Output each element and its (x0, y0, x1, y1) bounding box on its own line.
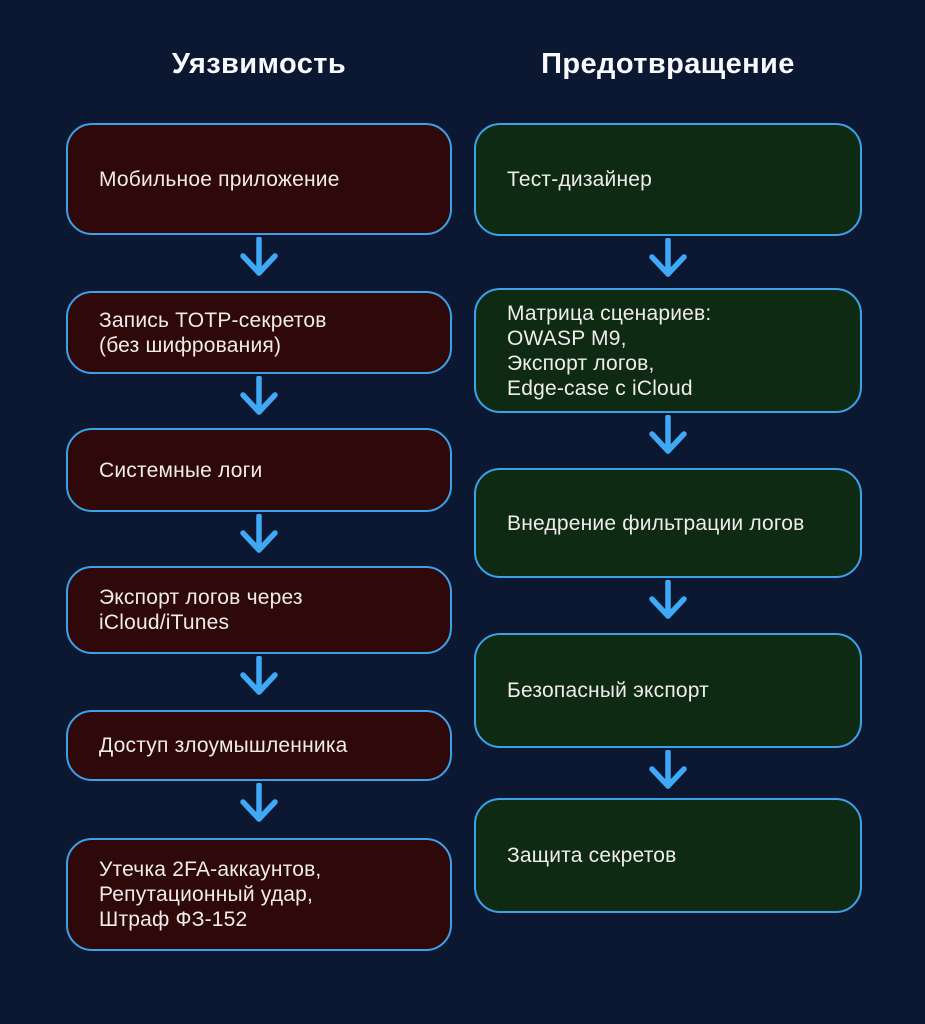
flow-node-label: Внедрение фильтрации логов (507, 511, 805, 535)
flow-node-safe-export: Безопасный экспорт (474, 633, 862, 748)
down-arrow-icon (646, 580, 690, 620)
down-arrow-icon (646, 238, 690, 278)
column-heading-prevention: Предотвращение (541, 48, 795, 80)
flow-node-label: Матрица сценариев: OWASP M9, Экспорт лог… (507, 301, 712, 400)
flow-node-log-filtering: Внедрение фильтрации логов (474, 468, 862, 578)
down-arrow-icon (646, 415, 690, 455)
down-arrow-icon (237, 514, 281, 554)
flow-node-mobile-app: Мобильное приложение (66, 123, 452, 235)
flow-node-label: Мобильное приложение (99, 167, 340, 191)
column-heading-vulnerability: Уязвимость (171, 48, 347, 80)
flow-node-label: Тест-дизайнер (507, 168, 653, 191)
flow-node-leak-consequences: Утечка 2FA-аккаунтов, Репутационный удар… (66, 838, 452, 951)
flow-node-label: Защита секретов (507, 844, 677, 867)
flow-node-label: Утечка 2FA-аккаунтов, Репутационный удар… (99, 858, 322, 931)
flow-node-secret-protection: Защита секретов (474, 798, 862, 913)
flow-node-log-export: Экспорт логов через iCloud/iTunes (66, 566, 452, 654)
flow-node-label: Запись TOTP-секретов (без шифрования) (99, 308, 327, 357)
flow-node-label: Доступ злоумышленника (99, 734, 348, 757)
flow-node-label: Системные логи (99, 458, 263, 482)
down-arrow-icon (237, 376, 281, 416)
down-arrow-icon (646, 750, 690, 790)
flow-node-totp-secrets: Запись TOTP-секретов (без шифрования) (66, 291, 452, 374)
flow-node-label: Экспорт логов через iCloud/iTunes (99, 586, 303, 634)
flow-node-label: Безопасный экспорт (507, 679, 710, 702)
down-arrow-icon (237, 783, 281, 823)
flow-node-system-logs: Системные логи (66, 428, 452, 512)
flow-node-attacker-access: Доступ злоумышленника (66, 710, 452, 781)
flow-node-scenario-matrix: Матрица сценариев: OWASP M9, Экспорт лог… (474, 288, 862, 413)
flow-node-test-designer: Тест-дизайнер (474, 123, 862, 236)
down-arrow-icon (237, 237, 281, 277)
down-arrow-icon (237, 656, 281, 696)
